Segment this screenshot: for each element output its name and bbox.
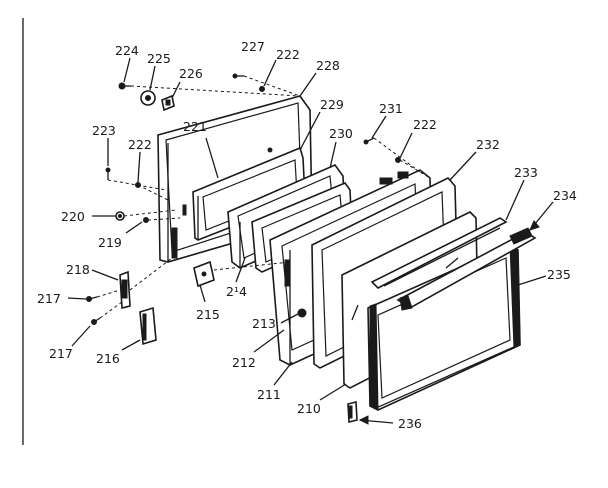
callout-214: 2¹4 — [226, 284, 247, 299]
callout-236: 236 — [398, 416, 422, 431]
hardware-217-screw-a — [86, 296, 98, 302]
callout-235: 235 — [547, 267, 571, 282]
callout-230: 230 — [329, 126, 353, 141]
callout-213: 213 — [252, 316, 276, 331]
callout-231: 231 — [379, 101, 403, 116]
hardware-222-screw-right — [395, 157, 401, 163]
hardware-215-bracket — [193, 260, 215, 288]
callout-labels: 224 225 226 227 222 228 221 229 231 222 … — [37, 39, 577, 431]
hardware-222-screw-top — [259, 86, 265, 92]
callout-222: 222 — [128, 137, 152, 152]
callout-217: 217 — [49, 346, 73, 361]
hardware-217-screw-b — [91, 317, 101, 325]
callout-219: 219 — [98, 235, 122, 250]
callout-212: 212 — [232, 355, 256, 370]
hardware-236-bumper — [347, 400, 358, 424]
hardware-231-screw — [363, 137, 375, 145]
callout-228: 228 — [316, 58, 340, 73]
hardware-220-washer — [115, 211, 125, 221]
callout-221: 221 — [183, 119, 207, 134]
hardware-223-screw — [105, 167, 111, 180]
callout-224: 224 — [115, 43, 139, 58]
callout-226: 226 — [179, 66, 203, 81]
alignment-lines — [96, 75, 431, 319]
hardware-226-clip — [161, 94, 175, 112]
callout-222: 222 — [413, 117, 437, 132]
callout-223: 223 — [92, 123, 116, 138]
hardware-227-screw — [232, 73, 244, 79]
callout-222: 222 — [276, 47, 300, 62]
callout-217: 217 — [37, 291, 61, 306]
hardware-224-screw — [118, 82, 131, 90]
callout-233: 233 — [514, 165, 538, 180]
hardware-218-hinge — [119, 270, 131, 310]
callout-229: 229 — [320, 97, 344, 112]
callout-225: 225 — [147, 51, 171, 66]
hardware-216-hinge-cover — [139, 306, 157, 346]
callout-218: 218 — [66, 262, 90, 277]
arrow-236 — [358, 415, 369, 425]
arrow-234 — [529, 220, 540, 231]
callout-220: 220 — [61, 209, 85, 224]
part-233-top-trim — [370, 217, 508, 289]
part-235-outer-frame — [367, 244, 521, 411]
callout-232: 232 — [476, 137, 500, 152]
callout-210: 210 — [297, 401, 321, 416]
callout-216: 216 — [96, 351, 120, 366]
callout-215: 215 — [196, 307, 220, 322]
callout-234: 234 — [553, 188, 577, 203]
hardware-225-knob — [140, 90, 156, 106]
callout-211: 211 — [257, 387, 281, 402]
part-234-handle — [396, 227, 537, 311]
callout-227: 227 — [241, 39, 265, 54]
hardware-219-screw — [143, 217, 149, 223]
